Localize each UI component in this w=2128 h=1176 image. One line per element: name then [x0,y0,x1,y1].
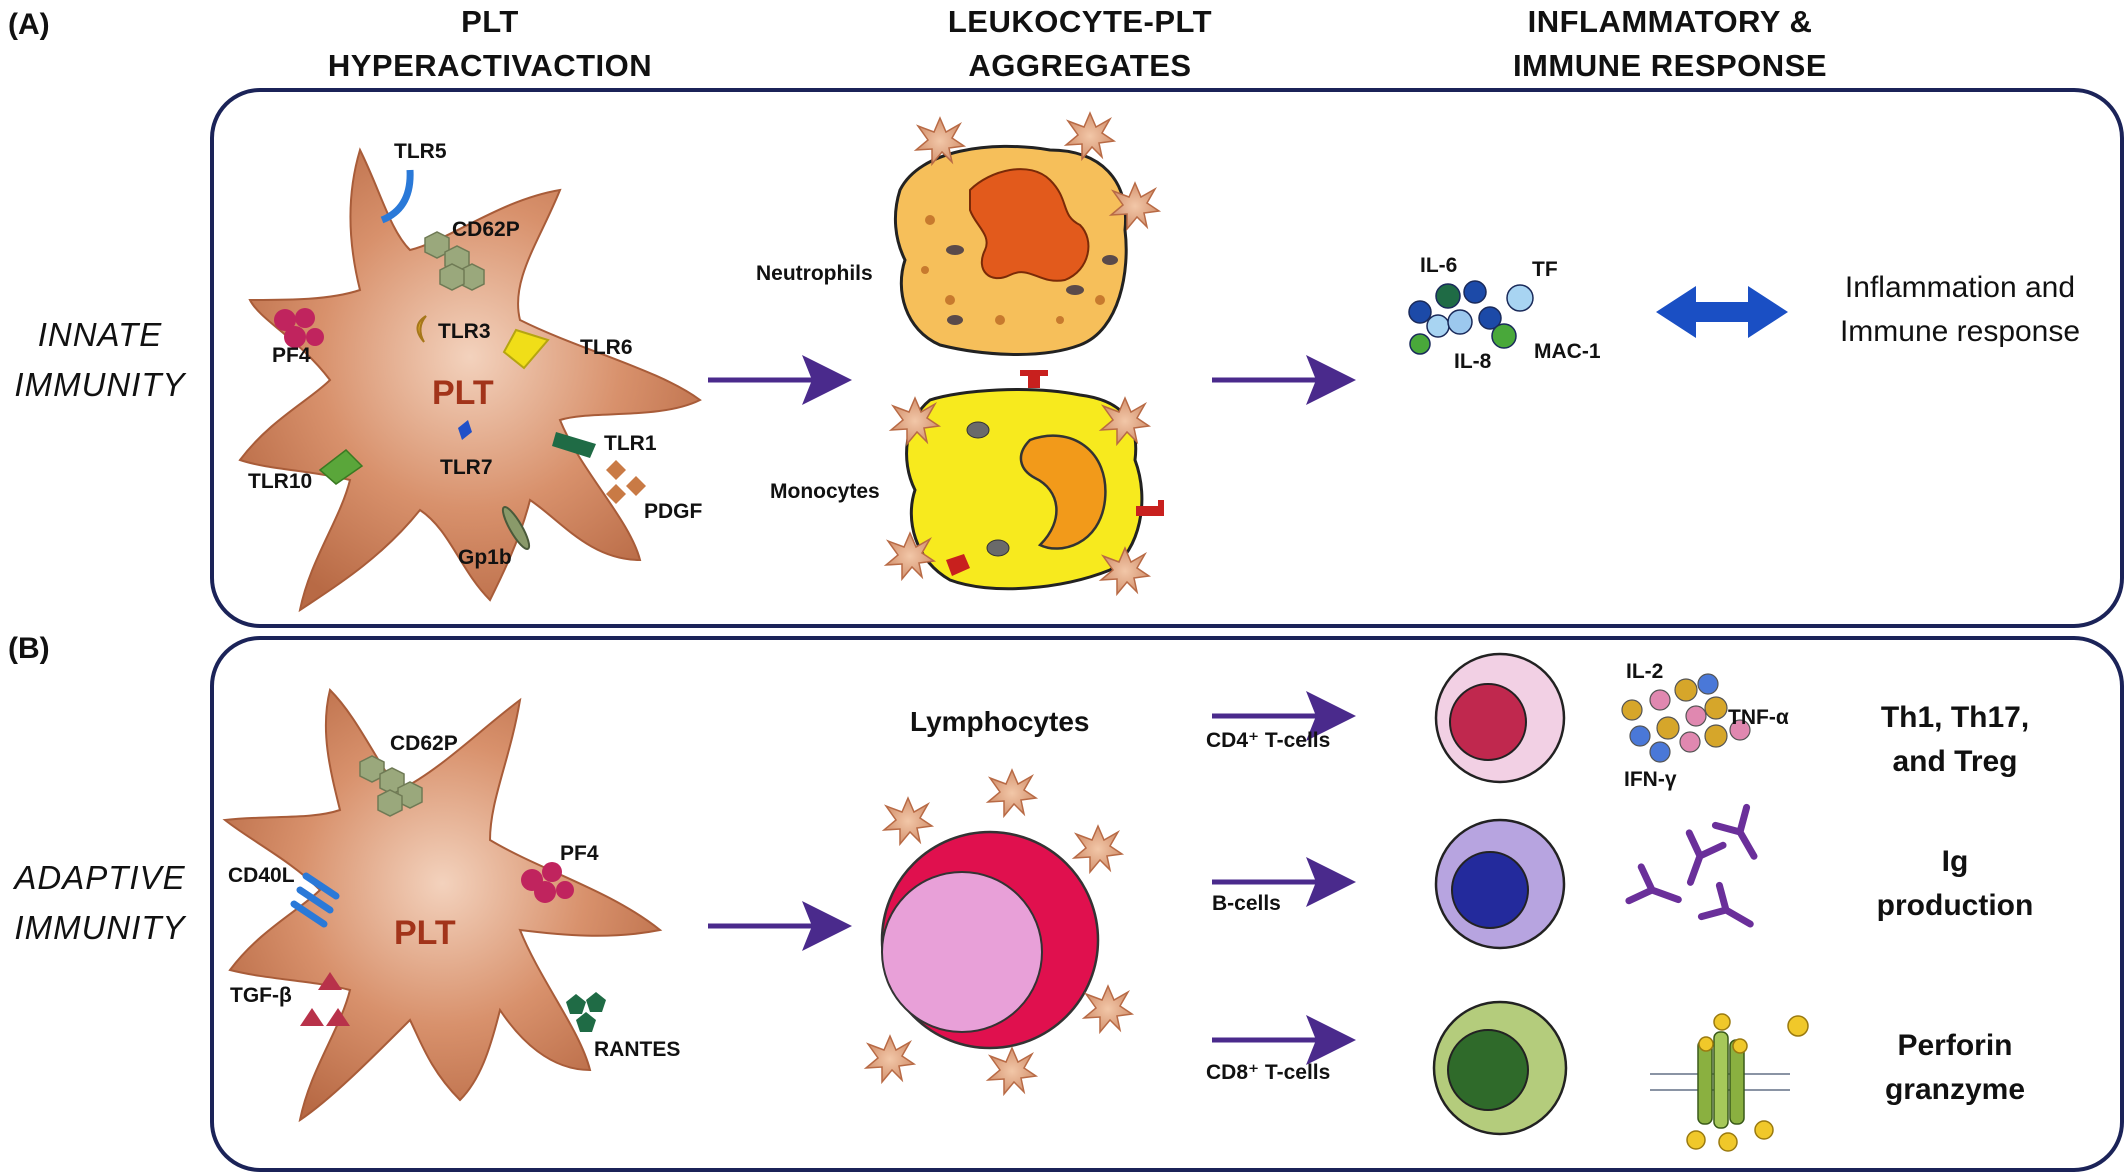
header-plt-line1: PLT [461,4,519,39]
antibodies [1629,807,1770,939]
gp1b-receptor [501,506,531,550]
cd62p-b-hexagons [359,755,423,817]
mediator-dots [1408,280,1534,355]
tlr5-receptor [380,169,414,224]
label-tlr1: TLR1 [604,432,657,455]
neutrophil-cell [894,144,1128,356]
label-tlr3: TLR3 [438,320,491,343]
adaptive-line2: IMMUNITY [14,909,186,946]
outcome-th-line2: and Treg [1892,745,2018,778]
label-lymphocytes: Lymphocytes [910,706,1090,737]
tlr10-receptor [318,449,364,485]
innate-line1: INNATE [37,316,163,353]
outcome-perforin-line2: granzyme [1884,1073,2026,1106]
label-cd40l: CD40L [228,864,295,887]
monocyte-cell [905,388,1144,591]
header-agg-line1: LEUKOCYTE-PLT [947,4,1213,39]
cd8-tcell [1432,1000,1568,1136]
mini-platelet [1083,985,1133,1033]
pf4-a-cluster [274,308,324,348]
label-bcells: B-cells [1212,892,1281,915]
outcome-ig-line2: production [1876,889,2034,922]
adaptive-line1: ADAPTIVE [14,859,186,896]
label-il8: IL-8 [1454,350,1492,373]
mini-platelet [987,769,1037,817]
label-tlr10: TLR10 [248,470,313,493]
label-tlr7: TLR7 [440,456,493,479]
lymphocyte-cell [880,830,1100,1050]
panel-a-letter: (A) [8,8,50,41]
header-agg-line2: AGGREGATES [968,48,1192,83]
outcome-perforin: Perforin granzyme [1830,1024,2080,1112]
outcome-inflammation: Inflammation and Immune response [1810,266,2110,354]
header-inf-line2: IMMUNE RESPONSE [1512,48,1828,83]
label-tlr5: TLR5 [394,140,447,163]
label-mac1: MAC-1 [1534,340,1601,363]
label-gp1b: Gp1b [458,546,512,569]
header-inflammatory-immune-response: INFLAMMATORY & IMMUNE RESPONSE [1460,0,1880,88]
label-pf4-b: PF4 [560,842,599,865]
header-plt-line2: HYPERACTIVACTION [327,48,653,83]
leukocyte-receptors [946,370,1164,576]
plt-b-center-label: PLT [394,914,456,952]
label-pdgf: PDGF [644,500,703,523]
mini-platelet [883,797,933,845]
label-ifng: IFN-γ [1624,768,1677,791]
platelet-a [238,147,702,613]
header-inf-line1: INFLAMMATORY & [1527,4,1813,39]
panel-b-letter: (B) [8,632,50,665]
label-tnfa: TNF-α [1728,706,1789,729]
label-rantes: RANTES [594,1038,681,1061]
tlr7-receptor [458,420,472,440]
tlr3-receptor [416,315,427,343]
label-il6: IL-6 [1420,254,1458,277]
header-plt-hyperactivation: PLT HYPERACTIVACTION [280,0,700,88]
cd62p-hexagons [424,231,485,291]
label-pf4-a: PF4 [272,344,311,367]
pf4-b-cluster [521,862,574,903]
tlr1-receptor [552,432,596,458]
cd4-cytokine-dots [1621,673,1751,763]
label-tgfb: TGF-β [230,984,292,1007]
b-cell [1434,818,1566,950]
double-arrow [1656,286,1788,338]
outcome-inflammation-line1: Inflammation and [1844,271,2076,304]
label-cd62p-a: CD62P [452,218,520,241]
outcome-inflammation-line2: Immune response [1839,315,2081,348]
outcome-th: Th1, Th17, and Treg [1830,696,2080,784]
mini-platelet [865,1035,915,1083]
label-tlr6: TLR6 [580,336,633,359]
mini-platelet [1073,825,1123,873]
label-monocytes: Monocytes [770,480,880,503]
perforin-pore [1650,1013,1809,1152]
panel-b-frame [210,636,2124,1172]
label-tf: TF [1532,258,1558,281]
outcome-ig-line1: Ig [1941,845,1969,878]
panel-a-frame [210,88,2124,628]
label-neutrophils: Neutrophils [756,262,873,285]
label-cd8-tcells: CD8⁺ T-cells [1206,1061,1331,1084]
plt-a-center-label: PLT [432,374,494,412]
outcome-perforin-line1: Perforin [1897,1029,2013,1062]
label-cd62p-b: CD62P [390,732,458,755]
tlr6-receptor [502,328,550,370]
innate-line2: IMMUNITY [14,366,186,403]
mini-platelet [987,1047,1037,1095]
outcome-th-line1: Th1, Th17, [1880,701,2030,734]
pdgf-cluster [606,460,646,504]
tgfb-cluster [300,972,350,1026]
label-il2: IL-2 [1626,660,1664,683]
header-leukocyte-plt-aggregates: LEUKOCYTE-PLT AGGREGATES [880,0,1280,88]
cd4-tcell [1434,652,1566,784]
outcome-ig: Ig production [1830,840,2080,928]
innate-immunity-label: INNATE IMMUNITY [0,310,200,410]
rantes-cluster [566,992,606,1032]
cd40l-receptor [290,872,340,928]
adaptive-immunity-label: ADAPTIVE IMMUNITY [0,853,200,953]
label-cd4-tcells: CD4⁺ T-cells [1206,729,1331,752]
